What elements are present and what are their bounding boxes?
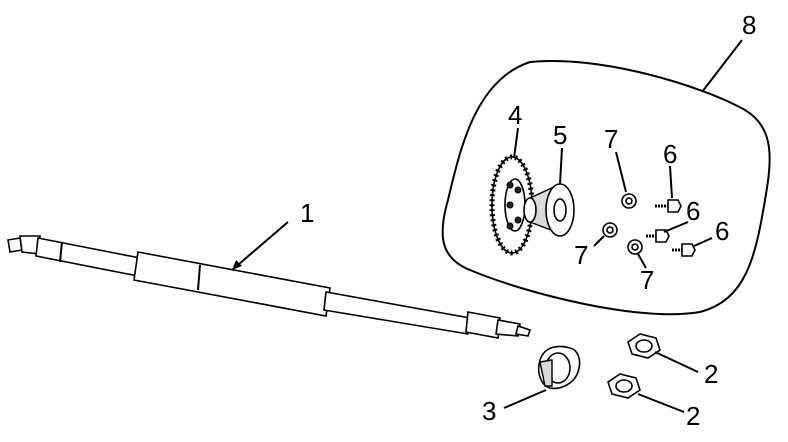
leader-lines — [231, 39, 743, 413]
callout-6b: 6 — [686, 196, 700, 226]
callout-7a: 7 — [604, 124, 618, 154]
callout-2a: 2 — [704, 359, 718, 389]
cam-collar — [537, 345, 581, 390]
assembly-group-outline — [441, 60, 771, 316]
hub — [523, 183, 575, 237]
callout-7b: 7 — [574, 240, 588, 270]
callout-6a: 6 — [663, 139, 677, 169]
callout-4: 4 — [508, 100, 522, 130]
callout-3: 3 — [482, 396, 496, 426]
callout-5: 5 — [553, 120, 567, 150]
shaft — [7, 235, 532, 339]
callout-1: 1 — [300, 198, 314, 228]
callout-6c: 6 — [715, 216, 729, 246]
nut-lower — [607, 373, 641, 399]
washer-left — [602, 222, 618, 238]
callout-2b: 2 — [686, 401, 700, 431]
bolt-top — [655, 199, 682, 213]
bolt-bottom — [672, 243, 696, 257]
washer-bottom — [627, 239, 643, 255]
nut-upper — [627, 333, 661, 359]
callout-8: 8 — [742, 10, 756, 40]
washer-top — [621, 193, 637, 209]
bolt-middle — [646, 229, 670, 243]
callout-7c: 7 — [640, 265, 654, 295]
